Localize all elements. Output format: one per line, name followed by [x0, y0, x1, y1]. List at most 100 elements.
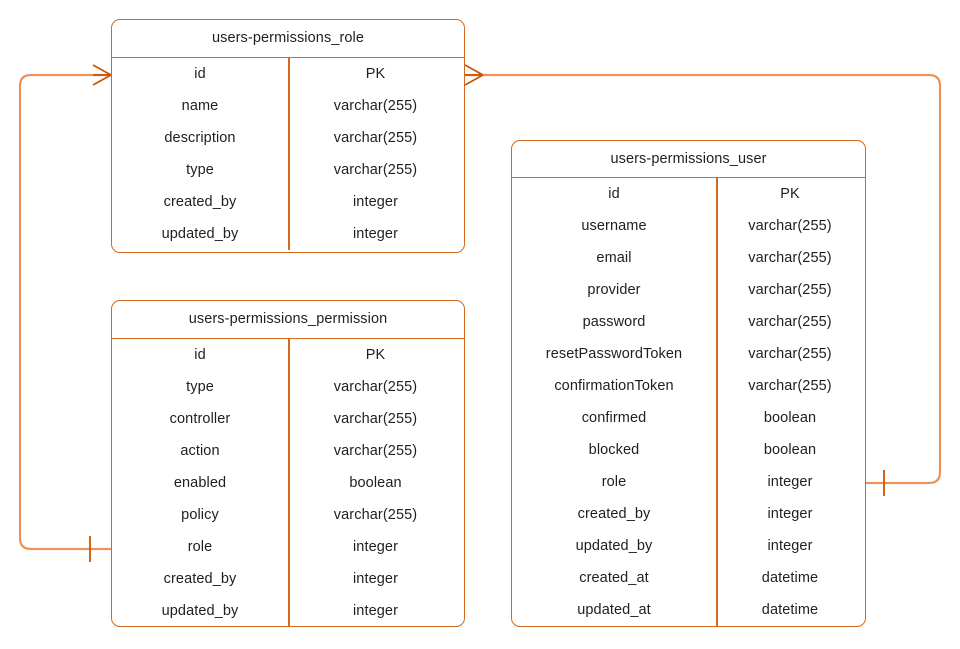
table-row: provider varchar(255): [512, 274, 865, 306]
table-row: role integer: [512, 466, 865, 498]
table-row: type varchar(255): [112, 371, 464, 403]
field-name: password: [582, 314, 646, 330]
crowsfoot-many-marker-role-right: [464, 64, 484, 86]
table-row: created_at datetime: [512, 562, 865, 594]
table-row: name varchar(255): [112, 90, 464, 122]
field-name: role: [187, 539, 213, 555]
field-type: varchar(255): [333, 443, 418, 459]
table-row: id PK: [112, 58, 464, 90]
table-row: created_by integer: [112, 563, 464, 595]
field-type: integer: [352, 194, 399, 210]
field-name: blocked: [588, 442, 640, 458]
table-row: id PK: [512, 178, 865, 210]
field-type: varchar(255): [333, 130, 418, 146]
table-row: password varchar(255): [512, 306, 865, 338]
field-name: resetPasswordToken: [545, 346, 683, 362]
field-name: controller: [169, 411, 231, 427]
field-type: varchar(255): [748, 250, 832, 266]
entity-body-user: id PK username varchar(255) email varcha…: [512, 178, 865, 626]
field-name: created_by: [577, 506, 651, 522]
field-name: name: [181, 98, 219, 114]
field-name: policy: [181, 507, 219, 523]
field-type: varchar(255): [333, 98, 418, 114]
table-row: created_by integer: [512, 498, 865, 530]
table-row: role integer: [112, 531, 464, 563]
table-row: updated_by integer: [512, 530, 865, 562]
entity-body-permission: id PK type varchar(255) controller varch…: [112, 339, 464, 626]
entity-body-role: id PK name varchar(255) description varc…: [112, 58, 464, 250]
field-name: id: [194, 66, 206, 82]
field-type: PK: [780, 186, 800, 202]
field-type: varchar(255): [748, 282, 832, 298]
field-type: varchar(255): [333, 507, 418, 523]
field-type: boolean: [763, 442, 817, 458]
entity-title-role: users-permissions_role: [112, 20, 464, 58]
field-type: integer: [767, 538, 813, 554]
field-name: confirmed: [581, 410, 647, 426]
field-type: integer: [767, 506, 813, 522]
table-row: action varchar(255): [112, 435, 464, 467]
column-divider: [288, 339, 290, 626]
column-divider: [288, 58, 290, 250]
field-type: varchar(255): [333, 379, 418, 395]
field-name: username: [581, 218, 647, 234]
field-name: updated_by: [161, 226, 239, 242]
table-row: description varchar(255): [112, 122, 464, 154]
field-name: updated_by: [575, 538, 653, 554]
field-name: enabled: [173, 475, 227, 491]
field-name: email: [596, 250, 632, 266]
relationship-role-permission: [18, 64, 112, 562]
field-name: id: [608, 186, 620, 202]
table-row: created_by integer: [112, 186, 464, 218]
entity-table-users-permissions-permission[interactable]: users-permissions_permission id PK type …: [111, 300, 465, 627]
field-name: updated_by: [161, 603, 239, 619]
field-type: integer: [352, 571, 399, 587]
field-name: action: [180, 443, 220, 459]
field-name: created_by: [163, 194, 237, 210]
field-type: PK: [365, 66, 386, 82]
field-type: varchar(255): [333, 162, 418, 178]
field-type: boolean: [763, 410, 817, 426]
crowsfoot-many-marker-role-left: [92, 64, 112, 86]
field-type: datetime: [761, 602, 819, 618]
field-name: updated_at: [577, 602, 651, 618]
table-row: email varchar(255): [512, 242, 865, 274]
table-row: policy varchar(255): [112, 499, 464, 531]
field-name: role: [601, 474, 627, 490]
table-row: updated_by integer: [112, 218, 464, 250]
table-row: updated_at datetime: [512, 594, 865, 626]
column-divider: [716, 178, 718, 626]
field-name: id: [194, 347, 206, 363]
entity-table-users-permissions-role[interactable]: users-permissions_role id PK name varcha…: [111, 19, 465, 253]
table-row: enabled boolean: [112, 467, 464, 499]
table-row: blocked boolean: [512, 434, 865, 466]
field-name: description: [164, 130, 236, 146]
field-name: confirmationToken: [554, 378, 674, 394]
connector-path-role-permission: [18, 73, 111, 551]
table-row: resetPasswordToken varchar(255): [512, 338, 865, 370]
field-name: type: [186, 379, 214, 395]
field-type: varchar(255): [748, 346, 832, 362]
entity-title-user: users-permissions_user: [512, 141, 865, 178]
table-row: type varchar(255): [112, 154, 464, 186]
field-type: boolean: [349, 475, 402, 491]
table-row: confirmationToken varchar(255): [512, 370, 865, 402]
table-row: confirmed boolean: [512, 402, 865, 434]
field-type: integer: [352, 539, 399, 555]
field-type: varchar(255): [333, 411, 418, 427]
field-type: varchar(255): [748, 314, 832, 330]
field-name: type: [186, 162, 214, 178]
field-type: integer: [352, 603, 399, 619]
field-type: integer: [767, 474, 813, 490]
field-type: varchar(255): [748, 378, 832, 394]
field-type: datetime: [761, 570, 819, 586]
field-type: varchar(255): [748, 218, 832, 234]
table-row: controller varchar(255): [112, 403, 464, 435]
table-row: id PK: [112, 339, 464, 371]
field-type: PK: [365, 347, 386, 363]
field-type: integer: [352, 226, 399, 242]
field-name: created_by: [163, 571, 237, 587]
entity-table-users-permissions-user[interactable]: users-permissions_user id PK username va…: [511, 140, 866, 627]
entity-title-permission: users-permissions_permission: [112, 301, 464, 339]
